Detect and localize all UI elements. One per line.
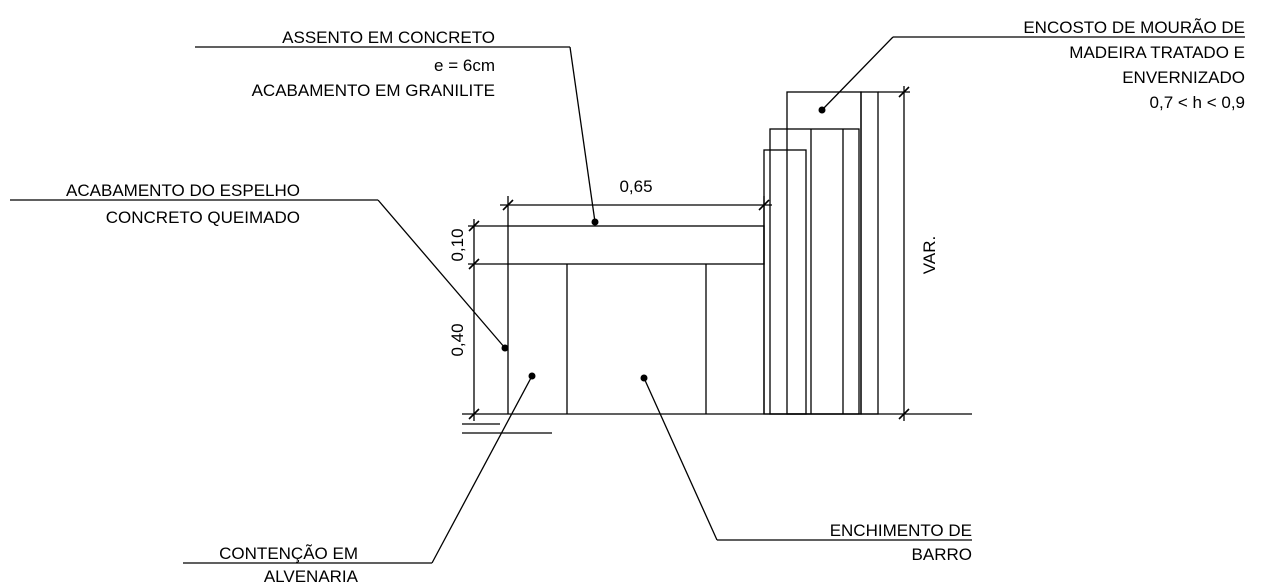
backrest-post-2 [769, 128, 860, 415]
contencao-label-1: CONTENÇÃO EM [219, 544, 358, 563]
enchimento-label-2: BARRO [912, 545, 972, 564]
leader-enchimento-dot [640, 374, 648, 382]
dim-var-label: VAR. [920, 236, 939, 274]
leader-encosto-line [821, 36, 894, 111]
leader-assento-dot [591, 218, 599, 226]
leader-encosto-dot [818, 106, 826, 114]
dim-width-tick-left [502, 199, 514, 211]
encosto-label-3: ENVERNIZADO [1122, 68, 1245, 87]
seat-slab [507, 225, 765, 265]
backrest-post-4 [860, 91, 879, 415]
contencao-label-2: ALVENARIA [264, 567, 359, 585]
dim-var-tick-top [898, 86, 910, 98]
leader-enchimento-line [643, 377, 718, 541]
dim-tick-top [468, 220, 480, 232]
assento-label-2: e = 6cm [434, 56, 495, 75]
leader-contencao-dot [528, 372, 536, 380]
dim-width-label: 0,65 [619, 177, 652, 196]
leader-espelho-dot [501, 344, 509, 352]
encosto-label-1: ENCOSTO DE MOURÃO DE [1023, 18, 1245, 37]
dim-base-height-label: 0,40 [448, 323, 467, 356]
dim-slab-height-label: 0,10 [448, 228, 467, 261]
espelho-label-2: CONCRETO QUEIMADO [106, 208, 300, 227]
assento-label-3: ACABAMENTO EM GRANILITE [252, 81, 495, 100]
dim-tick-bottom [468, 408, 480, 420]
encosto-label-4: 0,7 < h < 0,9 [1150, 93, 1245, 112]
assento-label-1: ASSENTO EM CONCRETO [282, 28, 495, 47]
leader-contencao-line [431, 375, 533, 564]
encosto-label-2: MADEIRA TRATADO E [1069, 43, 1245, 62]
leader-assento-line [569, 46, 596, 223]
backrest-post-3 [786, 91, 862, 415]
espelho-label-1: ACABAMENTO DO ESPELHO [66, 181, 300, 200]
leader-espelho-line [377, 199, 506, 349]
enchimento-label-1: ENCHIMENTO DE [830, 521, 972, 540]
dim-var-tick-bottom [898, 408, 910, 420]
dim-width-tick-right [758, 199, 770, 211]
dim-tick-mid [468, 258, 480, 270]
